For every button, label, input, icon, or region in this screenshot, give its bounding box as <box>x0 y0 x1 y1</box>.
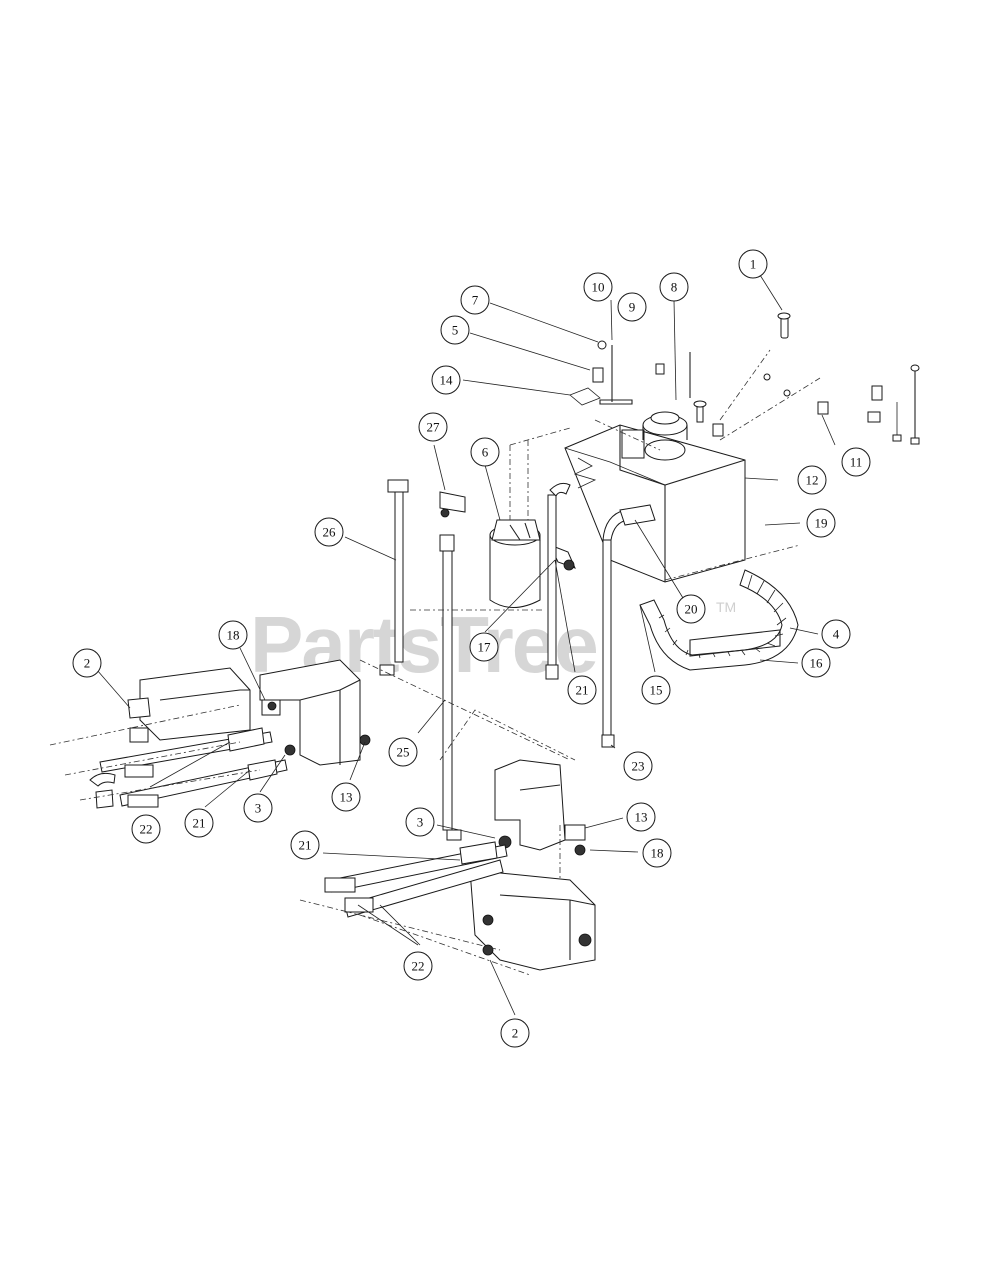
callout-18b[interactable]: 18 <box>642 838 672 868</box>
callout-12-label: 12 <box>806 473 819 488</box>
callout-18a[interactable]: 18 <box>218 620 248 650</box>
reservoir-tank <box>564 411 746 583</box>
callout-21c-label: 21 <box>576 683 589 698</box>
callout-25-label: 25 <box>397 745 410 760</box>
callout-27-label: 27 <box>427 420 441 435</box>
callout-20[interactable]: 20 <box>676 594 706 624</box>
callout-13b-label: 13 <box>635 810 648 825</box>
left-pump-assembly <box>49 659 571 809</box>
callout-3b[interactable]: 3 <box>405 807 435 837</box>
frame-lines <box>410 349 821 880</box>
callout-22a[interactable]: 22 <box>131 814 161 844</box>
callout-21c[interactable]: 21 <box>567 675 597 705</box>
callout-13a[interactable]: 13 <box>331 782 361 812</box>
callout-2b[interactable]: 2 <box>500 1018 530 1048</box>
tank-hardware <box>569 312 920 445</box>
callout-22b[interactable]: 22 <box>403 951 433 981</box>
callout-9-label: 9 <box>629 300 636 315</box>
callout-7[interactable]: 7 <box>460 285 490 315</box>
callout-15-label: 15 <box>650 683 663 698</box>
callout-25[interactable]: 25 <box>388 737 418 767</box>
callout-2b-label: 2 <box>512 1026 519 1041</box>
callout-26[interactable]: 26 <box>314 517 344 547</box>
callout-10-label: 10 <box>592 280 605 295</box>
callout-1[interactable]: 1 <box>738 249 768 279</box>
callout-3a-label: 3 <box>255 801 262 816</box>
callout-19[interactable]: 19 <box>806 508 836 538</box>
callout-8-label: 8 <box>671 280 678 295</box>
callout-18a-label: 18 <box>227 628 240 643</box>
callout-23[interactable]: 23 <box>623 751 653 781</box>
right-pump-assembly <box>299 709 596 976</box>
callout-22a-label: 22 <box>140 822 153 837</box>
callout-3b-label: 3 <box>417 815 424 830</box>
callout-5[interactable]: 5 <box>440 315 470 345</box>
callout-26-label: 26 <box>323 525 337 540</box>
callout-11[interactable]: 11 <box>841 447 871 477</box>
callout-11-label: 11 <box>850 455 863 470</box>
callout-13a-label: 13 <box>340 790 353 805</box>
callout-21a-label: 21 <box>193 816 206 831</box>
callout-12[interactable]: 12 <box>797 465 827 495</box>
callout-9[interactable]: 9 <box>617 292 647 322</box>
callout-7-label: 7 <box>472 293 479 308</box>
callout-4[interactable]: 4 <box>821 619 851 649</box>
callout-6[interactable]: 6 <box>470 437 500 467</box>
callout-5-label: 5 <box>452 323 459 338</box>
watermark-tm: TM <box>716 599 736 615</box>
callout-13b[interactable]: 13 <box>626 802 656 832</box>
callout-6-label: 6 <box>482 445 489 460</box>
callout-2a-label: 2 <box>84 656 91 671</box>
leader-lines <box>96 274 836 1016</box>
callout-19-label: 19 <box>815 516 828 531</box>
callout-22b-label: 22 <box>412 959 425 974</box>
callout-4-label: 4 <box>833 627 840 642</box>
callout-8[interactable]: 8 <box>659 272 689 302</box>
callout-21b-label: 21 <box>299 838 312 853</box>
callout-16[interactable]: 16 <box>801 648 831 678</box>
callout-10[interactable]: 10 <box>583 272 613 302</box>
callout-17-label: 17 <box>478 640 492 655</box>
callout-3a[interactable]: 3 <box>243 793 273 823</box>
callout-23-label: 23 <box>632 759 645 774</box>
callout-20-label: 20 <box>685 602 698 617</box>
callouts: 1 2 2 3 3 4 5 6 7 8 9 10 11 12 13 13 14 … <box>72 249 871 1048</box>
callout-16-label: 16 <box>810 656 824 671</box>
callout-27[interactable]: 27 <box>418 412 448 442</box>
callout-21a[interactable]: 21 <box>184 808 214 838</box>
callout-21b[interactable]: 21 <box>290 830 320 860</box>
callout-17[interactable]: 17 <box>469 632 499 662</box>
callout-15[interactable]: 15 <box>641 675 671 705</box>
callout-14-label: 14 <box>440 373 454 388</box>
hoses <box>379 479 799 841</box>
callout-1-label: 1 <box>750 257 757 272</box>
callout-2a[interactable]: 2 <box>72 648 102 678</box>
callout-14[interactable]: 14 <box>431 365 461 395</box>
callout-18b-label: 18 <box>651 846 664 861</box>
